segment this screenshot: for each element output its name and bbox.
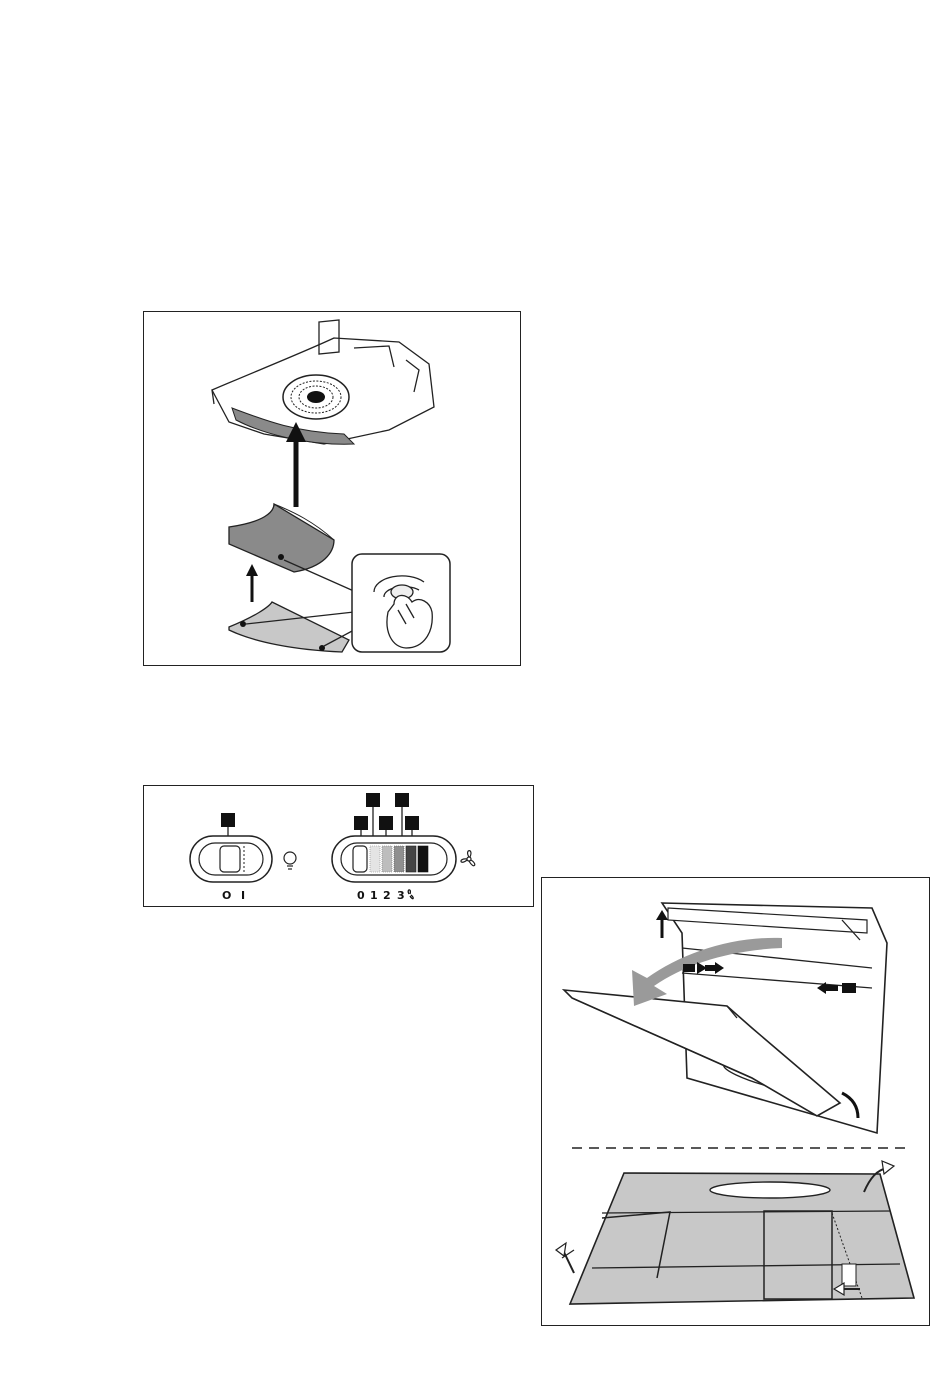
light-bulb-icon bbox=[284, 852, 296, 869]
light-switch[interactable] bbox=[190, 836, 272, 882]
rotate-lock-icon bbox=[352, 554, 450, 652]
fan-speed-1-label: 1 bbox=[370, 889, 378, 902]
filter-mount-figure bbox=[143, 311, 521, 666]
fan-speed-3-label: 3 bbox=[397, 889, 405, 902]
light-on-label: I bbox=[241, 889, 245, 902]
fan-icon bbox=[461, 851, 475, 866]
light-off-label: O bbox=[222, 889, 231, 902]
fan-grille bbox=[283, 375, 349, 419]
tilt-arrow-icon bbox=[556, 1243, 574, 1273]
fan-speed-0-label: 0 bbox=[357, 889, 365, 902]
filter-part bbox=[229, 504, 334, 572]
filter-mount-illustration bbox=[144, 312, 519, 664]
hood-filter-figure bbox=[541, 877, 930, 1326]
control-panel-illustration: O I 0 1 2 3 bbox=[144, 786, 532, 905]
callout-marker bbox=[221, 813, 235, 827]
control-panel-figure: O I 0 1 2 3 bbox=[143, 785, 534, 907]
hood-filter-illustration bbox=[542, 878, 928, 1324]
filter-handle bbox=[710, 1182, 830, 1198]
grease-filter bbox=[570, 1173, 914, 1304]
lift-arrow-icon bbox=[656, 910, 668, 938]
filter-frame-part bbox=[229, 602, 349, 652]
fan-speed-2-label: 2 bbox=[383, 889, 391, 902]
small-up-arrow-icon bbox=[246, 564, 258, 602]
fan-speed-switch[interactable] bbox=[332, 836, 456, 882]
fan-small-icon bbox=[408, 890, 413, 899]
